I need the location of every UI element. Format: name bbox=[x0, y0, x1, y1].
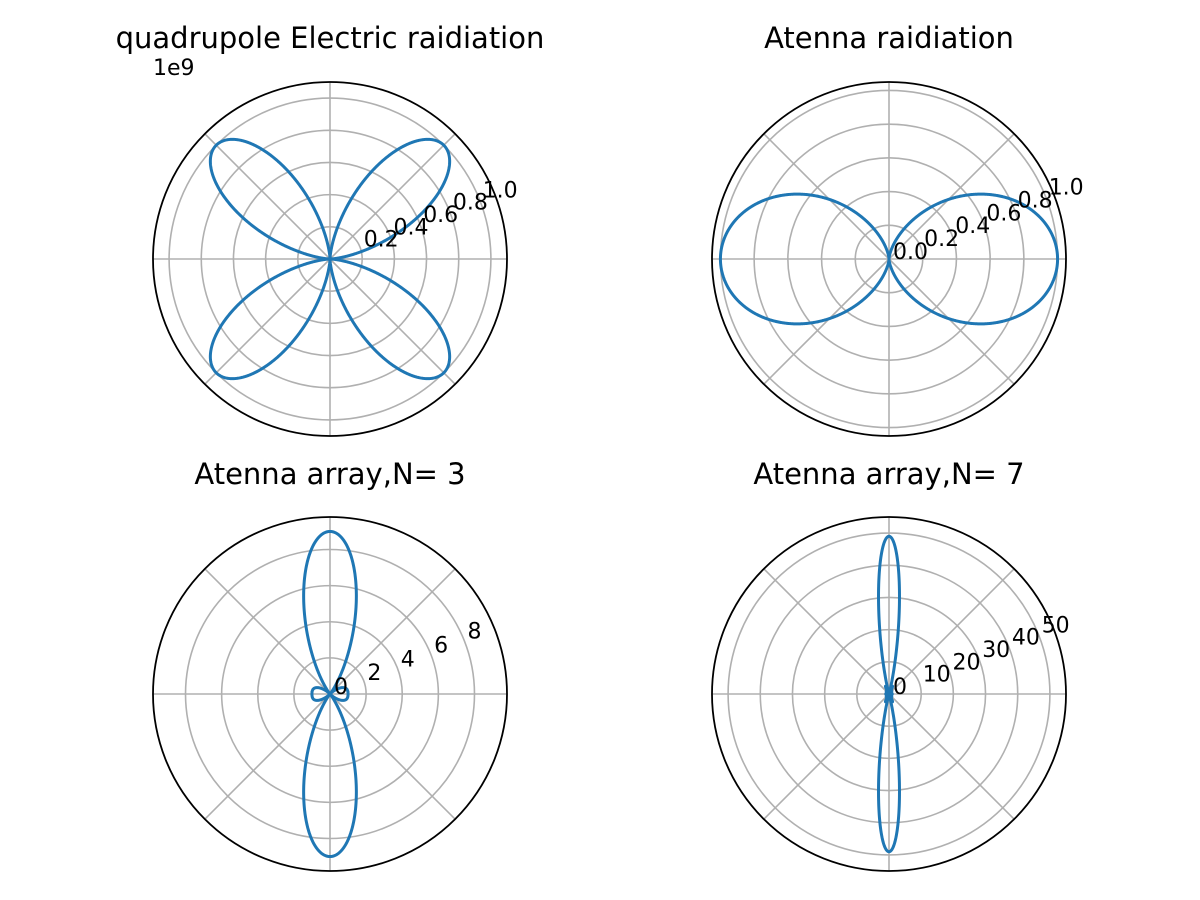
subplot-4-grid-spoke-8 bbox=[888, 693, 1015, 820]
subplot-3-grid-spoke-2 bbox=[329, 568, 456, 695]
subplot-3-r-tick-label-5: 8 bbox=[468, 620, 482, 645]
subplot-1-r-tick-label-4: 0.8 bbox=[453, 191, 488, 216]
subplot-2-tick-labels: 0.00.20.40.60.81.0 bbox=[893, 176, 1084, 266]
subplot-3-frame bbox=[152, 516, 508, 872]
subplot-1-grid-spoke-8 bbox=[329, 258, 456, 385]
subplot-2-r-tick-label-3: 0.4 bbox=[955, 214, 990, 239]
subplot-1-r-tick-label-3: 0.6 bbox=[423, 203, 458, 228]
subplot-4-r-tick-label-6: 50 bbox=[1042, 613, 1070, 638]
subplot-1-outer-frame bbox=[152, 81, 508, 437]
subplot-1-grid-spoke-4 bbox=[204, 133, 331, 260]
subplot-3-grid bbox=[153, 517, 507, 871]
subplot-3-r-tick-label-3: 4 bbox=[401, 647, 415, 672]
subplot-2-grid-spoke-6 bbox=[763, 258, 890, 385]
subplot-3-series-line bbox=[302, 529, 358, 859]
subplot-3-outer-frame bbox=[152, 516, 508, 872]
subplot-1-frame bbox=[152, 81, 508, 437]
subplot-4-outer-frame bbox=[711, 516, 1067, 872]
subplot-4-grid-spoke-2 bbox=[888, 568, 1015, 695]
subplot-4-r-tick-label-1: 0 bbox=[893, 675, 907, 700]
subplot-2-r-tick-label-5: 0.8 bbox=[1018, 188, 1053, 213]
subplot-4-title: Atenna array,N= 7 bbox=[753, 457, 1024, 491]
subplot-1-grid-spoke-6 bbox=[204, 258, 331, 385]
subplot-4-grid-spoke-6 bbox=[763, 693, 890, 820]
subplot-4-r-tick-label-4: 30 bbox=[982, 638, 1010, 663]
subplot-2-r-tick-label-6: 1.0 bbox=[1049, 176, 1084, 201]
subplot-1-offset-text: 1e9 bbox=[153, 56, 195, 81]
subplot-2-frame bbox=[711, 81, 1067, 437]
subplot-4-grid-spoke-4 bbox=[763, 568, 890, 695]
subplot-1-title: quadrupole Electric raidiation bbox=[116, 21, 545, 55]
subplot-3-r-tick-label-2: 2 bbox=[367, 661, 381, 686]
subplot-1-grid bbox=[153, 82, 507, 436]
subplot-3-grid-spoke-6 bbox=[204, 693, 331, 820]
subplot-1-tick-labels: 0.20.40.60.81.0 bbox=[364, 178, 518, 252]
polar-subplot-2: Atenna raidiation 0.00.20.40.60.81.0 bbox=[711, 21, 1084, 437]
subplot-2-series-line bbox=[718, 192, 1060, 326]
subplot-3-grid-spoke-4 bbox=[204, 568, 331, 695]
subplot-2-title: Atenna raidiation bbox=[764, 21, 1014, 55]
subplot-3-grid-spoke-8 bbox=[329, 693, 456, 820]
subplot-2-outer-frame bbox=[711, 81, 1067, 437]
subplot-2-grid-spoke-2 bbox=[888, 133, 1015, 260]
subplot-3-r-tick-label-1: 0 bbox=[334, 675, 348, 700]
polar-subplot-1: quadrupole Electric raidiation 1e9 0.20.… bbox=[116, 21, 545, 437]
subplot-2-r-tick-label-4: 0.6 bbox=[986, 201, 1021, 226]
subplot-3-r-tick-label-4: 6 bbox=[434, 634, 448, 659]
subplot-4-r-tick-label-5: 40 bbox=[1012, 626, 1040, 651]
subplot-4-grid bbox=[712, 517, 1066, 871]
subplot-2-r-tick-label-1: 0.0 bbox=[893, 240, 928, 265]
subplot-2-grid-spoke-8 bbox=[888, 258, 1015, 385]
subplot-1-series-line bbox=[208, 137, 452, 381]
subplot-4-frame bbox=[711, 516, 1067, 872]
subplot-1-r-tick-label-5: 1.0 bbox=[483, 178, 518, 203]
subplot-2-grid-spoke-4 bbox=[763, 133, 890, 260]
subplot-2-r-tick-label-2: 0.2 bbox=[924, 227, 959, 252]
subplot-4-r-tick-label-3: 20 bbox=[953, 650, 981, 675]
subplot-1-r-tick-label-2: 0.4 bbox=[394, 215, 429, 240]
subplot-3-title: Atenna array,N= 3 bbox=[194, 457, 465, 491]
subplot-4-r-tick-label-2: 10 bbox=[923, 663, 951, 688]
subplot-4-series-line bbox=[877, 534, 901, 854]
subplot-1-r-tick-label-1: 0.2 bbox=[364, 228, 399, 253]
subplot-1-grid-spoke-2 bbox=[329, 133, 456, 260]
